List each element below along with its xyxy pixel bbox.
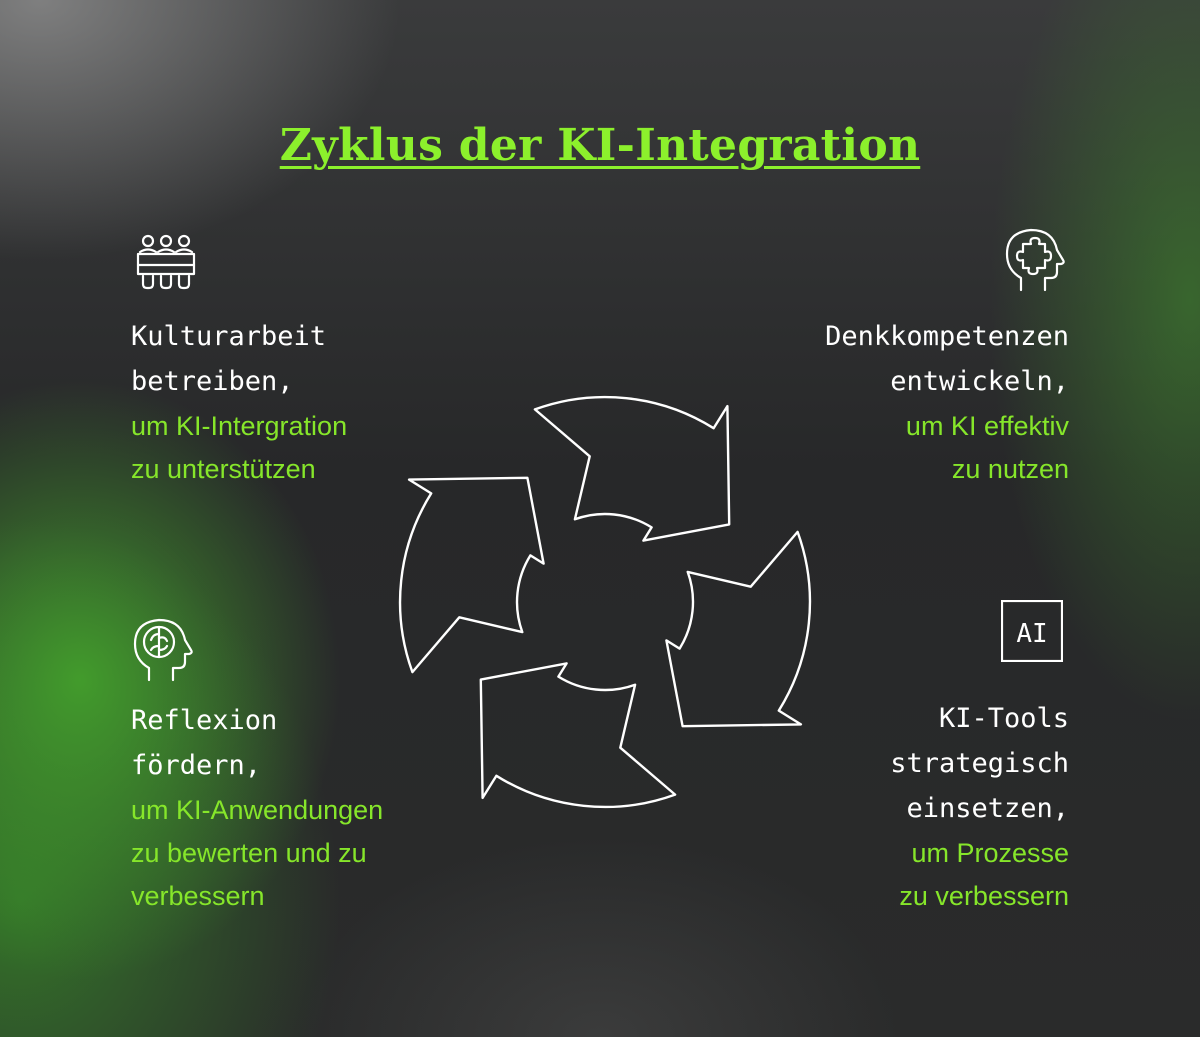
- step-description: um Prozesse zu verbessern: [899, 838, 1069, 911]
- step-heading: Denkkompetenzen entwickeln,: [825, 321, 1069, 397]
- step-heading: Kulturarbeit betreiben,: [131, 321, 327, 397]
- step-reflexion: Reflexion fördern, um KI-Anwendungen zu …: [131, 698, 383, 918]
- step-ki-tools: KI-Tools strategisch einsetzen, um Proze…: [890, 696, 1069, 918]
- step-heading: KI-Tools strategisch einsetzen,: [890, 703, 1069, 824]
- step-description: um KI-Anwendungen zu bewerten und zu ver…: [131, 795, 384, 911]
- cycle-arrow-top-left: [398, 476, 545, 674]
- step-description: um KI-Intergration zu unterstützen: [131, 411, 348, 484]
- diagram-title: Zyklus der KI-Integration: [279, 120, 921, 171]
- step-description: um KI effektiv zu nutzen: [905, 411, 1069, 484]
- group-people-icon: [133, 232, 199, 294]
- step-heading: Reflexion fördern,: [131, 705, 278, 781]
- step-denkkompetenzen: Denkkompetenzen entwickeln, um KI effekt…: [825, 314, 1069, 491]
- ai-chip-label: AI: [1016, 619, 1047, 649]
- head-brain-icon: [133, 616, 193, 682]
- cycle-arrows-graphic: [380, 380, 830, 835]
- ai-chip-icon: AI: [1001, 600, 1063, 662]
- step-kulturarbeit: Kulturarbeit betreiben, um KI-Intergrati…: [131, 314, 347, 491]
- cycle-arrow-bottom-right: [665, 530, 812, 728]
- cycle-arrow-top-right: [533, 395, 731, 542]
- head-puzzle-icon: [1003, 226, 1067, 292]
- cycle-arrow-bottom-left: [479, 662, 677, 809]
